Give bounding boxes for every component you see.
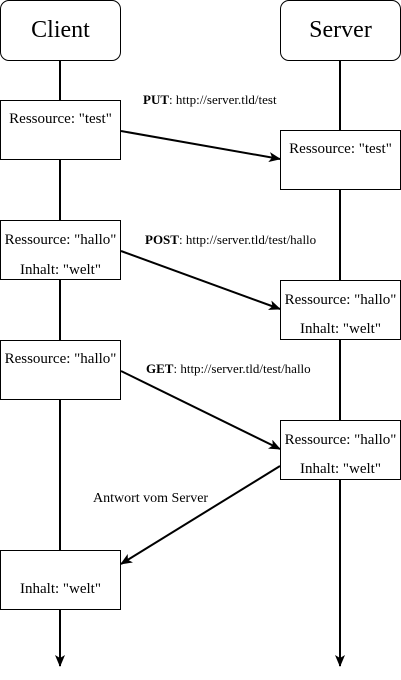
post-request-label: POST: http://server.tld/test/hallo bbox=[145, 232, 316, 248]
get-arrow bbox=[120, 370, 281, 450]
client-actor-label: Client bbox=[31, 17, 90, 43]
response-label: Antwort vom Server bbox=[93, 491, 209, 506]
client-resource-box: Ressource: "test" bbox=[0, 100, 121, 160]
request-url: : http://server.tld/test/hallo bbox=[173, 361, 311, 376]
resource-label: Ressource: "hallo" bbox=[284, 432, 397, 448]
resource-label: Ressource: "hallo" bbox=[4, 351, 117, 367]
client-actor: Client bbox=[0, 0, 121, 61]
http-method: GET bbox=[146, 361, 174, 376]
resource-label: Ressource: "hallo" bbox=[284, 292, 397, 308]
server-actor-label: Server bbox=[309, 17, 372, 43]
put-request-label: PUT: http://server.tld/test bbox=[143, 92, 277, 108]
client-resource-box: Ressource: "hallo" Inhalt: "welt" bbox=[0, 220, 121, 280]
server-resource-box: Ressource: "hallo" Inhalt: "welt" bbox=[280, 280, 401, 340]
http-method: POST bbox=[145, 232, 179, 247]
content-label: Inhalt: "welt" bbox=[20, 581, 101, 597]
request-url: : http://server.tld/test bbox=[169, 92, 277, 107]
response-arrow bbox=[120, 465, 281, 565]
resource-label: Ressource: "hallo" bbox=[4, 232, 117, 248]
server-actor: Server bbox=[280, 0, 401, 61]
content-label: Inhalt: "welt" bbox=[20, 262, 101, 278]
resource-label: Ressource: "test" bbox=[289, 141, 392, 157]
request-url: : http://server.tld/test/hallo bbox=[178, 232, 317, 247]
post-arrow bbox=[120, 250, 281, 310]
put-arrow bbox=[120, 130, 281, 163]
resource-label: Ressource: "test" bbox=[9, 111, 112, 127]
client-result-box: Inhalt: "welt" bbox=[0, 550, 121, 610]
server-resource-box: Ressource: "hallo" Inhalt: "welt" bbox=[280, 420, 401, 480]
server-resource-box: Ressource: "test" bbox=[280, 130, 401, 190]
content-label: Inhalt: "welt" bbox=[300, 461, 381, 477]
client-resource-box: Ressource: "hallo" bbox=[0, 340, 121, 400]
content-label: Inhalt: "welt" bbox=[300, 321, 381, 337]
get-request-label: GET: http://server.tld/test/hallo bbox=[146, 361, 311, 377]
http-method: PUT bbox=[143, 92, 169, 107]
